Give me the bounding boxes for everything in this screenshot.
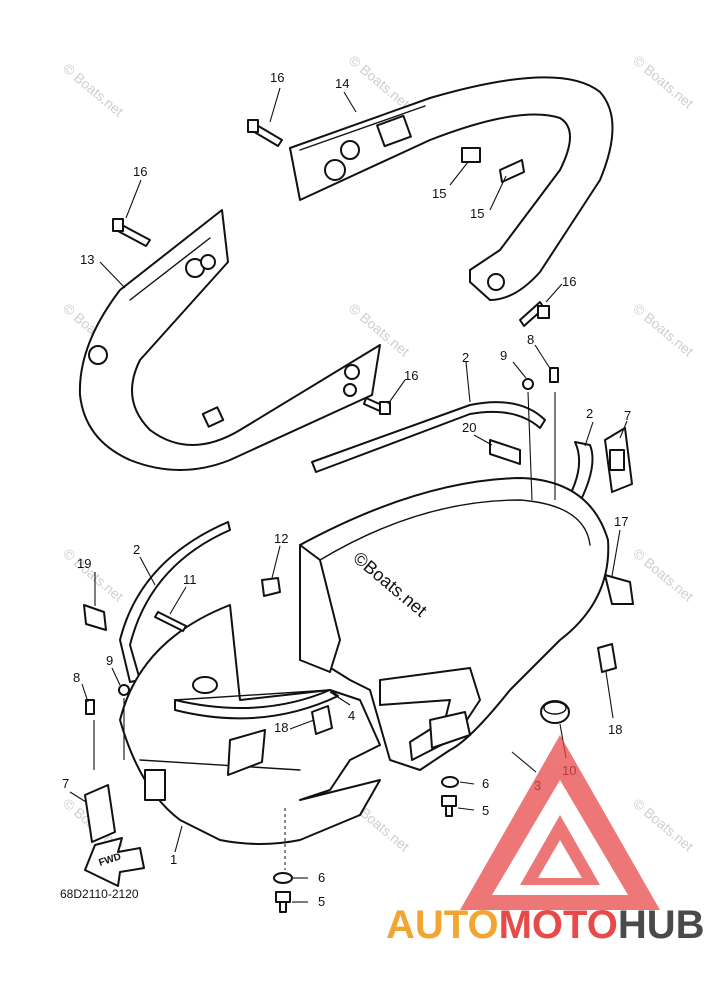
callout-15: 15 <box>432 186 446 201</box>
part-code: 68D2110-2120 <box>60 887 139 901</box>
callout-15: 15 <box>470 206 484 221</box>
brand-wordmark: AUTOMOTOHUB <box>386 903 705 947</box>
callout-9: 9 <box>106 653 113 668</box>
automotohub-logo: AUTOMOTOHUB <box>386 735 705 947</box>
callout-7: 7 <box>624 408 631 423</box>
callout-8: 8 <box>527 332 534 347</box>
callout-2: 2 <box>462 350 469 365</box>
callout-2: 2 <box>586 406 593 421</box>
watermark: © Boats.net <box>630 52 697 111</box>
watermark: © Boats.net <box>630 545 697 604</box>
callout-18: 18 <box>608 722 622 737</box>
watermark: © Boats.net <box>630 795 697 854</box>
callout-19: 19 <box>77 556 91 571</box>
part-7-latch-lower <box>84 784 116 843</box>
brand-part-hub: HUB <box>618 903 705 947</box>
callout-5: 5 <box>482 803 489 818</box>
callout-16: 16 <box>133 164 147 179</box>
part-1-bottom-cowling <box>119 477 610 845</box>
part-14-bracket <box>289 76 614 301</box>
callout-18: 18 <box>274 720 288 735</box>
callout-1: 1 <box>170 852 177 867</box>
part-4-seal <box>174 689 339 720</box>
part-13-bracket <box>78 209 381 471</box>
watermark: © Boats.net <box>60 60 127 119</box>
callout-16: 16 <box>404 368 418 383</box>
brand-part-moto: MOTO <box>499 903 618 947</box>
hardware <box>83 119 634 913</box>
watermark: © Boats.net <box>346 52 413 111</box>
part-7-latch-upper <box>604 427 633 493</box>
brand-part-auto: AUTO <box>386 903 499 947</box>
callout-12: 12 <box>274 531 288 546</box>
callout-20: 20 <box>462 420 476 435</box>
callout-4: 4 <box>348 708 355 723</box>
callout-7: 7 <box>62 776 69 791</box>
callout-16: 16 <box>270 70 284 85</box>
callout-8: 8 <box>73 670 80 685</box>
callout-16: 16 <box>562 274 576 289</box>
watermark: © Boats.net <box>60 545 127 604</box>
callouts: 16 14 16 15 15 13 16 8 2 9 16 2 7 20 17 … <box>62 70 631 909</box>
callout-6: 6 <box>318 870 325 885</box>
callout-11: 11 <box>183 572 197 587</box>
watermark: © Boats.net <box>630 300 697 359</box>
part-10-grommet <box>540 700 570 724</box>
callout-17: 17 <box>614 514 628 529</box>
callout-6: 6 <box>482 776 489 791</box>
fwd-arrow: FWD <box>84 837 145 887</box>
leader-lines <box>69 87 628 903</box>
triangle-logo-icon <box>460 735 660 910</box>
callout-2: 2 <box>133 542 140 557</box>
callout-14: 14 <box>335 76 349 91</box>
callout-13: 13 <box>80 252 94 267</box>
callout-9: 9 <box>500 348 507 363</box>
callout-5: 5 <box>318 894 325 909</box>
